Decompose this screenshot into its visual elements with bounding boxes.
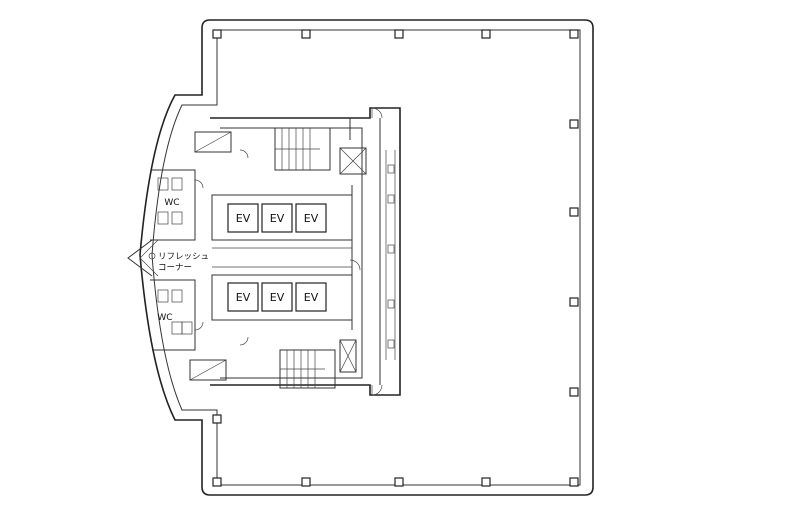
elevator-car [261,203,293,233]
elevator-lobby [212,185,353,330]
restroom-label: WC [157,313,172,323]
refresh-corner-label: リフレッシュ [158,252,209,262]
door-swings [194,107,383,396]
restroom-upper: WC [150,169,196,241]
refresh-corner: リフレッシュ コーナー [148,252,209,273]
elevator-label: EV [236,212,251,225]
elevator-car [227,203,259,233]
elevator-car [227,282,259,312]
elevator-label: EV [270,291,285,304]
restroom-lower: WC [150,279,196,351]
elevator-car [295,282,327,312]
elevator-label: EV [270,212,285,225]
stair-upper [274,127,331,171]
elevator-car [261,282,293,312]
elevator-bank-lower: EV EV EV [211,274,353,321]
service-shafts [189,131,367,381]
elevator-bank-upper: EV EV EV [211,194,353,241]
building-core [210,107,401,396]
refresh-corner-label: コーナー [158,263,192,273]
elevator-car [295,203,327,233]
elevator-label: EV [236,291,251,304]
elevator-label: EV [304,291,319,304]
stair-lower [279,349,336,389]
elevator-label: EV [304,212,319,225]
structural-columns [212,29,579,487]
building-outline [127,19,594,496]
core-fixtures [387,164,395,349]
restroom-label: WC [164,198,179,208]
